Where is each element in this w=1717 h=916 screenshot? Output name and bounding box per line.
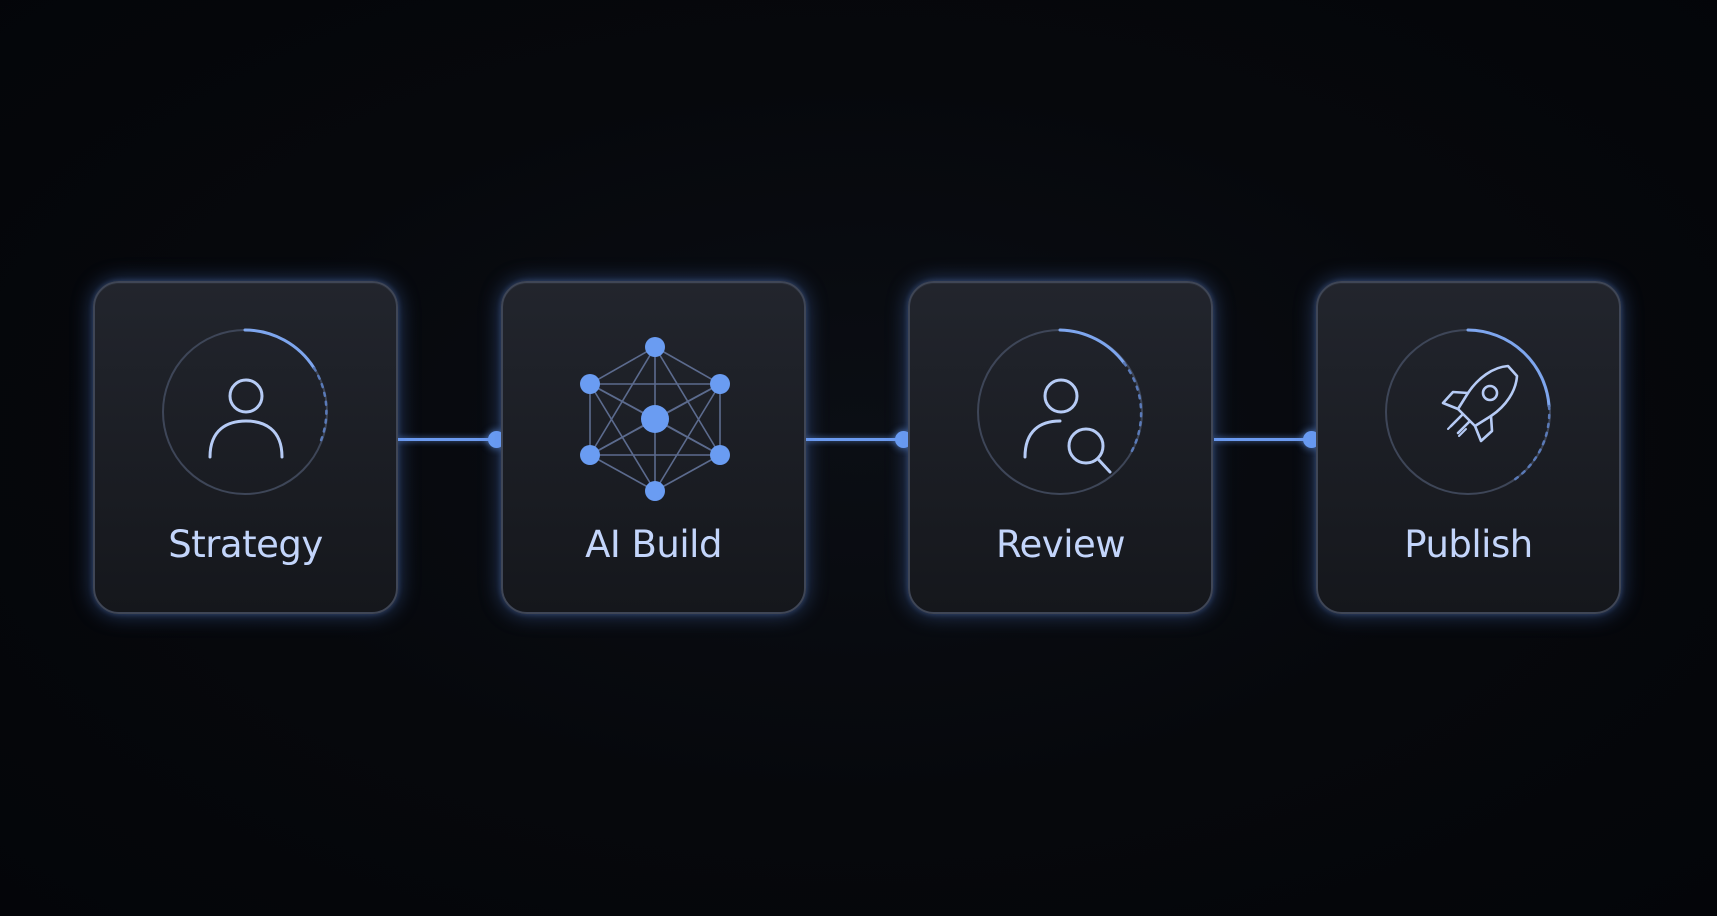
rocket-icon (1385, 328, 1551, 495)
step-label: Strategy (168, 523, 323, 566)
step-card-ai-build[interactable]: AI Build (501, 281, 806, 614)
icon-container (910, 323, 1211, 503)
step-card-publish[interactable]: Publish (1316, 281, 1621, 614)
connector-ai-build-to-review (806, 438, 904, 441)
step-label: Publish (1404, 523, 1533, 566)
connector-review-to-publish (1214, 438, 1312, 441)
step-label: Review (995, 523, 1126, 566)
step-card-strategy[interactable]: Strategy (93, 281, 398, 614)
icon-container (1318, 323, 1619, 503)
icon-container (95, 323, 396, 503)
step-label: AI Build (585, 523, 722, 566)
step-card-review[interactable]: Review (908, 281, 1213, 614)
icon-container (503, 323, 804, 503)
person-icon (162, 328, 328, 495)
connector-strategy-to-ai-build (398, 438, 496, 441)
connector-dot-review (895, 431, 912, 448)
connector-dot-ai-build (488, 431, 505, 448)
connector-dot-publish (1303, 431, 1320, 448)
person-search-icon (977, 328, 1143, 495)
network-graph-icon (580, 337, 730, 501)
